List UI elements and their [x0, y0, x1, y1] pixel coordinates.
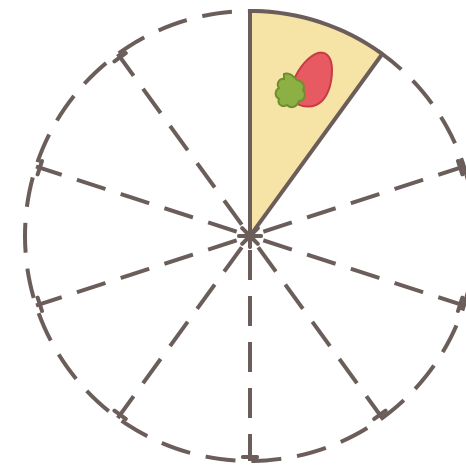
slice-tick [38, 161, 42, 174]
filled-slices [250, 11, 382, 236]
center-asterisk-icon [239, 225, 261, 247]
filled-slice [250, 11, 382, 236]
slice-tick [38, 298, 42, 311]
